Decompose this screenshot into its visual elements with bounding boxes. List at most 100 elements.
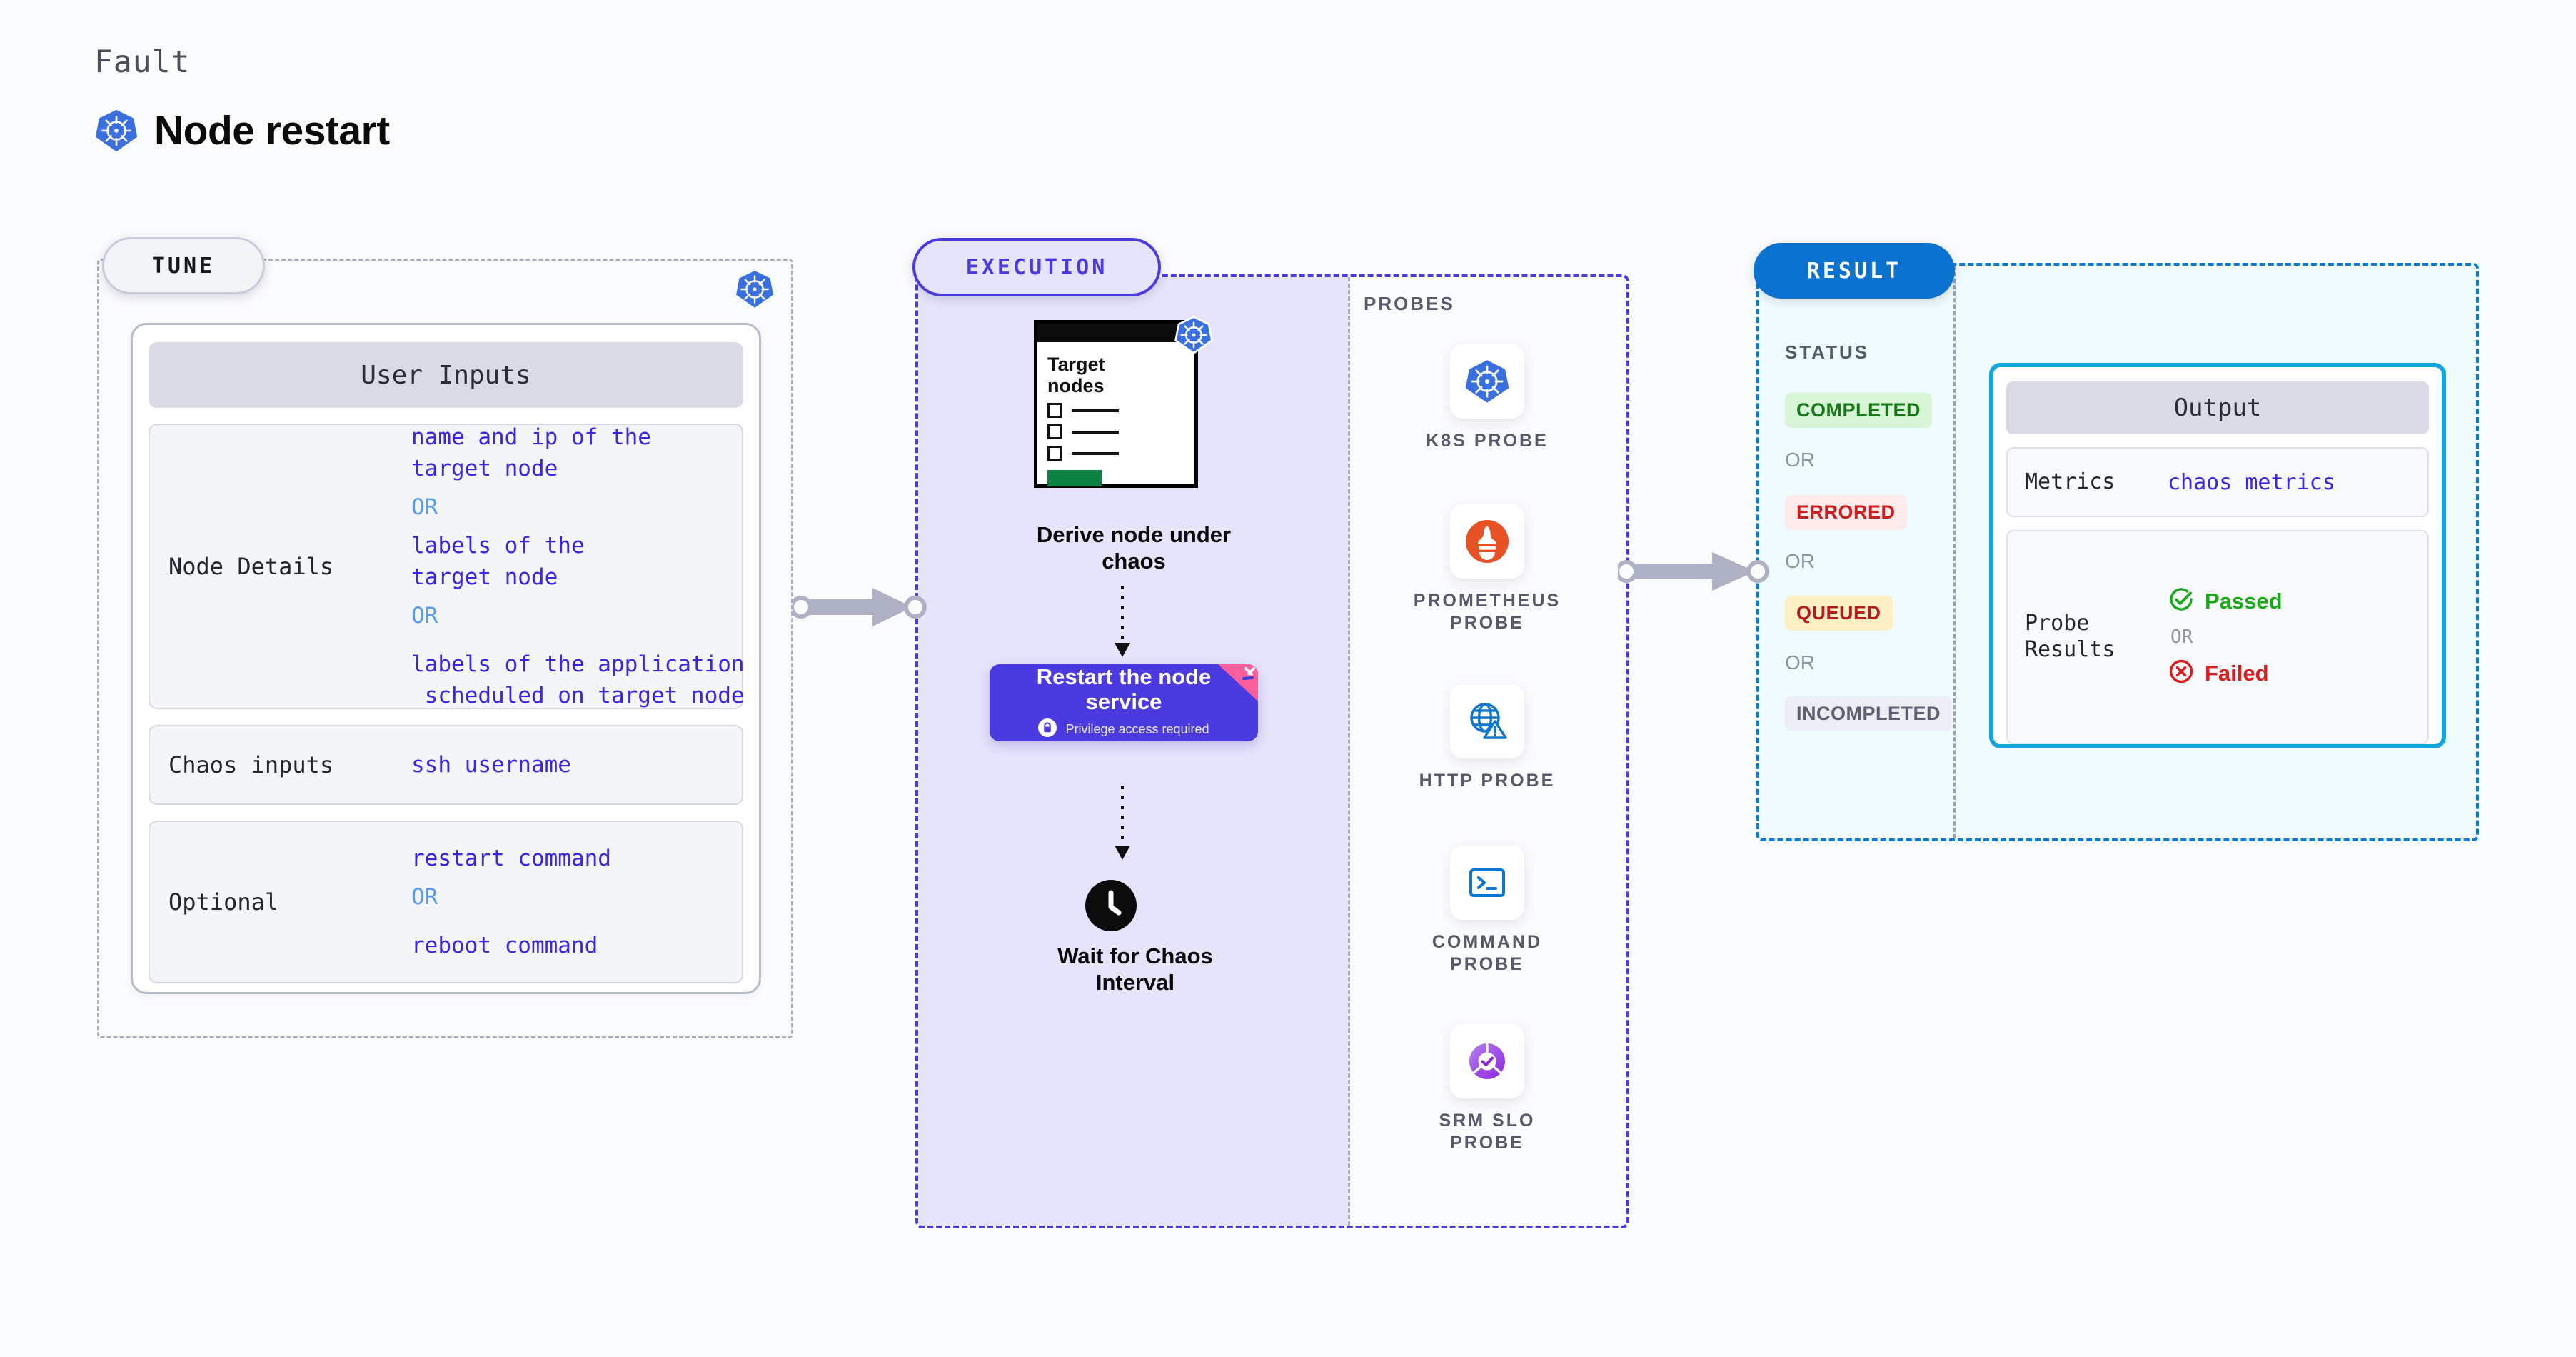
probe-label: HTTP PROBE — [1419, 771, 1556, 791]
status-title: STATUS — [1785, 341, 1870, 363]
tune-panel — [97, 259, 793, 1038]
restart-title: Restart the node service — [1036, 664, 1212, 714]
checkbox-icon — [1047, 424, 1062, 440]
output-row-probe-results[interactable]: Probe Results Passed OR — [2006, 530, 2429, 744]
terminal-icon — [1450, 846, 1524, 920]
result-badge[interactable]: RESULT — [1754, 243, 1955, 299]
probe-command[interactable]: COMMAND PROBE — [1348, 846, 1626, 976]
output-row-metrics[interactable]: Metrics chaos metrics — [2006, 447, 2429, 517]
output-title: Output — [2006, 381, 2429, 434]
doc-titlebar — [1037, 324, 1194, 342]
output-key: Probe Results — [2025, 611, 2115, 662]
doc-rule — [1072, 409, 1119, 412]
input-row-optional[interactable]: Optional restart command OR reboot comma… — [149, 821, 743, 983]
fault-ribbon-icon — [1218, 664, 1258, 705]
title-row: Node restart — [94, 107, 390, 154]
input-row-chaos-inputs[interactable]: Chaos inputs ssh username — [149, 725, 743, 805]
tune-badge[interactable]: TUNE — [102, 237, 265, 294]
input-values: restart command OR reboot command — [411, 843, 611, 961]
probe-label: SRM SLO PROBE — [1439, 1111, 1536, 1153]
input-value: name and ip of the target node — [411, 424, 651, 481]
arrow-restart-to-wait — [1108, 786, 1137, 868]
probe-result-failed: Failed — [2168, 658, 2283, 688]
clock-icon — [1085, 880, 1137, 935]
target-nodes-doc: Target nodes — [1034, 320, 1198, 488]
status-badge-errored: ERRORED — [1785, 495, 1907, 530]
output-card: Output Metrics chaos metrics Probe Resul… — [1989, 363, 2446, 748]
derive-node-label: Derive node under chaos — [1036, 522, 1232, 574]
input-key: Chaos inputs — [168, 751, 334, 778]
input-row-node-details[interactable]: Node Details name and ip of the target n… — [149, 421, 745, 711]
status-badge: INCOMPLETED — [1785, 696, 1953, 731]
status-badge: COMPLETED — [1785, 393, 1933, 428]
input-value: labels of the target node — [411, 532, 585, 590]
kubernetes-icon — [734, 269, 775, 310]
output-key: Metrics — [2025, 469, 2115, 494]
wait-for-chaos-label: Wait for Chaos Interval — [1057, 943, 1213, 996]
status-badge: ERRORED — [1785, 495, 1907, 530]
probe-result-passed: Passed — [2168, 586, 2283, 616]
checkbox-icon — [1047, 403, 1062, 419]
slo-donut-check-icon — [1450, 1024, 1524, 1098]
user-inputs-card: User Inputs Node Details name and ip of … — [131, 323, 761, 994]
probe-label: PROMETHEUS PROBE — [1413, 591, 1561, 634]
output-value-metrics: chaos metrics — [2168, 469, 2335, 495]
status-or: OR — [1785, 651, 1815, 674]
doc-checkbox-row — [1047, 424, 1184, 440]
checkbox-icon — [1047, 446, 1062, 461]
eyebrow-label: Fault — [94, 44, 191, 80]
input-value: reboot command — [411, 933, 598, 958]
execution-panel — [915, 274, 1629, 1228]
probe-result-values: Passed OR Failed — [2168, 586, 2283, 688]
privilege-note: Privilege access required — [1038, 718, 1209, 741]
probe-label: COMMAND PROBE — [1432, 932, 1543, 975]
probe-label: K8S PROBE — [1426, 431, 1549, 451]
input-values: name and ip of the target node OR labels… — [411, 421, 745, 711]
check-circle-icon — [2168, 586, 2195, 616]
x-circle-icon — [2168, 658, 2195, 688]
arrow-derive-to-restart — [1108, 586, 1137, 664]
input-values: ssh username — [411, 749, 571, 781]
doc-checkbox-row — [1047, 403, 1184, 419]
lock-icon — [1038, 718, 1057, 741]
input-value: labels of the application scheduled on t… — [411, 651, 745, 709]
execution-badge[interactable]: EXECUTION — [912, 238, 1161, 296]
privilege-note-text: Privilege access required — [1065, 721, 1209, 736]
kubernetes-icon — [1450, 344, 1524, 419]
kubernetes-icon — [1174, 316, 1213, 358]
prometheus-icon — [1450, 504, 1524, 579]
doc-rule — [1072, 451, 1119, 455]
status-or: OR — [1785, 449, 1815, 471]
connector-execution-to-result — [1615, 546, 1771, 600]
probe-prometheus[interactable]: PROMETHEUS PROBE — [1348, 504, 1626, 635]
restart-node-service-node[interactable]: Restart the node service Privilege acces… — [990, 664, 1258, 741]
probe-srm-slo[interactable]: SRM SLO PROBE — [1348, 1024, 1626, 1155]
probe-http[interactable]: HTTP PROBE — [1348, 684, 1626, 792]
or-separator: OR — [411, 494, 438, 520]
result-divider — [1953, 266, 1956, 838]
status-badge-incompleted: INCOMPLETED — [1785, 696, 1953, 731]
doc-checkbox-row — [1047, 446, 1184, 461]
doc-title: Target nodes — [1047, 354, 1105, 397]
connector-tune-to-execution — [790, 582, 928, 636]
globe-warning-icon — [1450, 684, 1524, 758]
probe-result-label: Passed — [2205, 588, 2283, 614]
input-value: restart command — [411, 845, 611, 871]
status-badge-queued: QUEUED — [1785, 596, 1893, 631]
input-key: Optional — [168, 888, 279, 916]
page-title: Node restart — [154, 108, 390, 154]
doc-rule — [1072, 430, 1119, 434]
probe-k8s[interactable]: K8S PROBE — [1348, 344, 1626, 452]
page-header: Fault Node restart — [94, 44, 390, 154]
user-inputs-title: User Inputs — [149, 342, 743, 408]
probe-result-or: OR — [2170, 626, 2193, 648]
input-key: Node Details — [168, 553, 334, 580]
probes-title: PROBES — [1364, 293, 1455, 314]
doc-highlight-bar — [1047, 470, 1102, 487]
or-separator: OR — [411, 603, 438, 629]
input-value: ssh username — [411, 751, 571, 778]
status-or: OR — [1785, 550, 1815, 572]
status-badge-completed: COMPLETED — [1785, 393, 1933, 428]
probe-result-label: Failed — [2205, 660, 2269, 686]
kubernetes-icon — [94, 109, 139, 153]
